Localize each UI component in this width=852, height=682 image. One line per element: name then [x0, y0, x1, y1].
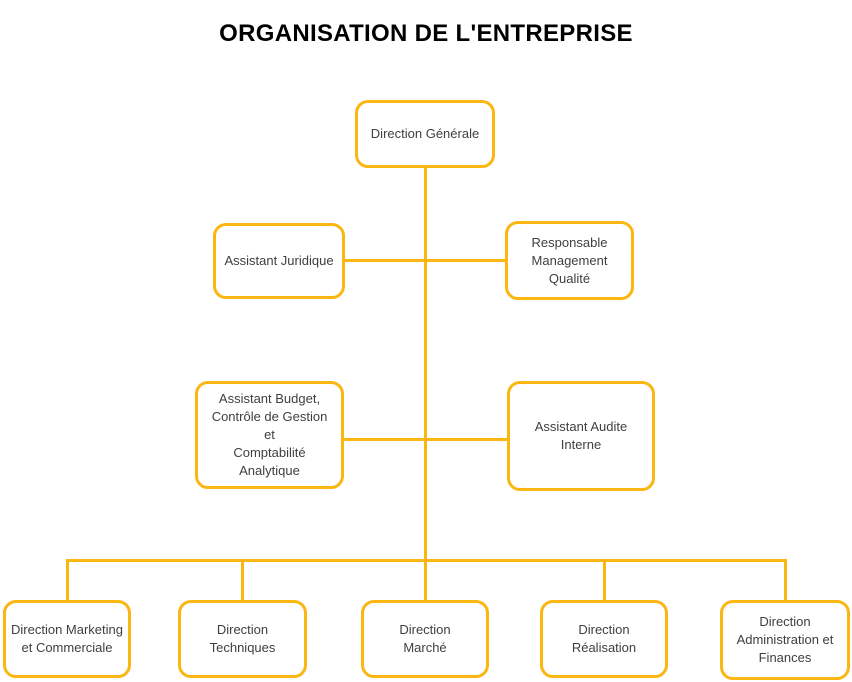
connector-trunk-vertical [424, 168, 427, 601]
org-node-direction-marche: Direction Marché [361, 600, 489, 678]
org-node-assistant-juridique: Assistant Juridique [213, 223, 345, 299]
org-node-label: Responsable Management Qualité [531, 234, 608, 286]
org-node-label: Assistant Juridique [224, 253, 334, 268]
org-node-label: Direction Administration et Finances [736, 614, 834, 665]
org-node-assistant-audite-interne: Assistant Audite Interne [507, 381, 655, 491]
org-node-label: Direction Réalisation [571, 622, 637, 655]
org-node-direction-administration-finances: Direction Administration et Finances [720, 600, 850, 680]
org-node-assistant-budget: Assistant Budget, Contrôle de Gestion et… [195, 381, 344, 489]
org-node-direction-marketing-commerciale: Direction Marketing et Commerciale [3, 600, 131, 678]
connector-bottom-bus [66, 559, 787, 562]
org-node-label: Direction Techniques [209, 622, 276, 655]
connector-drop-administration [784, 559, 787, 601]
connector-drop-marketing [66, 559, 69, 601]
connector-staff-level-1 [344, 259, 506, 262]
org-node-direction-realisation: Direction Réalisation [540, 600, 668, 678]
org-node-label: Direction Marché [399, 622, 451, 655]
connector-staff-level-2 [343, 438, 508, 441]
org-node-label: Direction Marketing et Commerciale [11, 622, 123, 655]
org-node-responsable-management-qualite: Responsable Management Qualité [505, 221, 634, 300]
page-title: ORGANISATION DE L'ENTREPRISE [219, 20, 633, 47]
org-node-label: Assistant Budget, Contrôle de Gestion et… [211, 391, 328, 478]
org-node-direction-generale: Direction Générale [355, 100, 495, 168]
connector-drop-techniques [241, 559, 244, 601]
org-node-direction-techniques: Direction Techniques [178, 600, 307, 678]
connector-drop-realisation [603, 559, 606, 601]
org-node-label: Assistant Audite Interne [534, 419, 628, 452]
org-node-label: Direction Générale [370, 126, 480, 141]
